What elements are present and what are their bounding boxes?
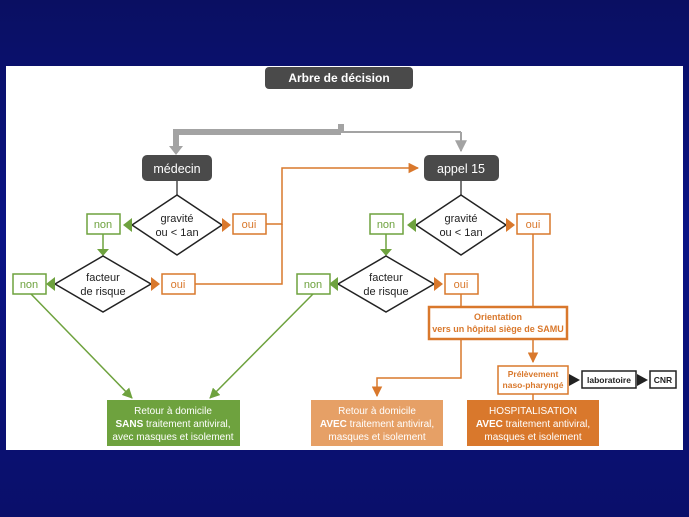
left-yes-to-call-connector <box>266 162 420 225</box>
decision-tree-diagram: Arbre de décision médecin gravité ou < 1… <box>12 67 677 446</box>
left-risk-diamond: facteur de risque <box>53 255 153 313</box>
left-risk-line2: de risque <box>80 286 125 298</box>
left-risk-line1: facteur <box>86 272 120 284</box>
right-risk-no-arrowhead <box>329 277 338 291</box>
orientation-line1: Orientation <box>474 312 522 322</box>
left-severity-diamond: gravité ou < 1an <box>130 194 224 256</box>
left-yes2-to-connector <box>195 224 283 285</box>
left-risk-no-arrowhead <box>46 277 55 291</box>
left-yes1-box: oui <box>232 213 267 235</box>
right-no2-box: non <box>296 273 331 295</box>
right-yes2-box: oui <box>444 273 479 295</box>
doctor-box: médecin <box>142 155 212 181</box>
cnr-box: CNR <box>649 370 677 389</box>
left-severity-line1: gravité <box>160 213 193 225</box>
right-no2-label: non <box>304 279 322 291</box>
left-yes2-box: oui <box>161 273 196 295</box>
home-without-line1: Retour à domicile <box>134 406 212 417</box>
home-without-line3: avec masques et isolement <box>112 432 233 443</box>
right-severity-line1: gravité <box>444 213 477 225</box>
left-risk-yes-arrowhead <box>151 277 160 291</box>
right-no1-box: non <box>369 213 404 235</box>
left-no2-label: non <box>20 279 38 291</box>
right-risk-yes-arrowhead <box>434 277 443 291</box>
right-severity-diamond: gravité ou < 1an <box>414 194 508 256</box>
home-without-line2: SANS traitement antiviral, <box>115 419 230 430</box>
right-risk-line1: facteur <box>369 272 403 284</box>
home-with-line2-rest: traitement antiviral, <box>347 419 434 430</box>
left-severity-yes-arrowhead <box>222 218 231 232</box>
right-severity-yes-arrowhead <box>506 218 515 232</box>
cnr-label: CNR <box>654 375 672 385</box>
hospital-line2-rest: traitement antiviral, <box>503 419 590 430</box>
orientation-box: Orientation vers un hôpital siège de SAM… <box>427 305 569 341</box>
home-without-line2-bold: SANS <box>115 419 143 430</box>
right-risk-line2: de risque <box>363 286 408 298</box>
left-no1-box: non <box>86 213 121 235</box>
hospital-line2-bold: AVEC <box>476 419 503 430</box>
outcome-hospitalisation: HOSPITALISATION AVEC traitement antivira… <box>467 400 599 446</box>
call-box: appel 15 <box>424 155 499 181</box>
left-severity-no-arrowhead <box>123 218 132 232</box>
left-yes1-label: oui <box>242 219 257 231</box>
right-risk-diamond: facteur de risque <box>336 255 436 313</box>
home-with-line2-bold: AVEC <box>320 419 347 430</box>
left-yes2-label: oui <box>171 279 186 291</box>
sample-line1: Prélèvement <box>508 369 559 379</box>
right-severity-line2: ou < 1an <box>439 227 482 239</box>
lab-to-cnr-arrowhead <box>637 374 648 386</box>
hospital-line2: AVEC traitement antiviral, <box>476 419 590 430</box>
laboratory-box: laboratoire <box>581 370 637 389</box>
diagram-title: Arbre de décision <box>288 71 389 85</box>
sample-line2: naso-pharyngé <box>503 380 564 390</box>
hospital-line3: masques et isolement <box>484 432 581 443</box>
sample-to-lab-arrowhead <box>569 374 580 386</box>
left-no1-label: non <box>94 219 112 231</box>
right-no1-label: non <box>377 219 395 231</box>
laboratory-label: laboratoire <box>587 375 631 385</box>
top-split-arrow <box>173 124 344 148</box>
right-severity-no-arrowhead <box>407 218 416 232</box>
right-no1-to-risk-arrowhead <box>380 249 392 256</box>
top-split-arrow-left-head <box>169 146 183 155</box>
orientation-to-home-with-arrow <box>371 339 462 398</box>
outcome-home-with-treatment: Retour à domicile AVEC traitement antivi… <box>311 400 443 446</box>
title-box: Arbre de décision <box>265 67 413 89</box>
home-with-line1: Retour à domicile <box>338 406 416 417</box>
home-without-line2-rest: traitement antiviral, <box>143 419 230 430</box>
left-no1-to-risk-arrowhead <box>97 249 109 256</box>
right-no2-to-home-arrow <box>209 293 314 399</box>
right-yes1-box: oui <box>516 213 551 235</box>
outcome-home-without-treatment: Retour à domicile SANS traitement antivi… <box>107 400 240 446</box>
left-severity-line2: ou < 1an <box>155 227 198 239</box>
diagram-panel: Arbre de décision médecin gravité ou < 1… <box>6 66 683 450</box>
home-with-line2: AVEC traitement antiviral, <box>320 419 434 430</box>
hospital-line1: HOSPITALISATION <box>489 406 577 417</box>
orientation-line2: vers un hôpital siège de SAMU <box>432 324 564 334</box>
right-yes2-label: oui <box>454 279 469 291</box>
home-with-line3: masques et isolement <box>328 432 425 443</box>
sample-box: Prélèvement naso-pharyngé <box>497 365 569 395</box>
call-label: appel 15 <box>437 162 485 176</box>
doctor-label: médecin <box>153 162 200 176</box>
left-no2-box: non <box>12 273 47 295</box>
right-yes1-label: oui <box>526 219 541 231</box>
left-no2-to-home-arrow <box>30 293 133 399</box>
